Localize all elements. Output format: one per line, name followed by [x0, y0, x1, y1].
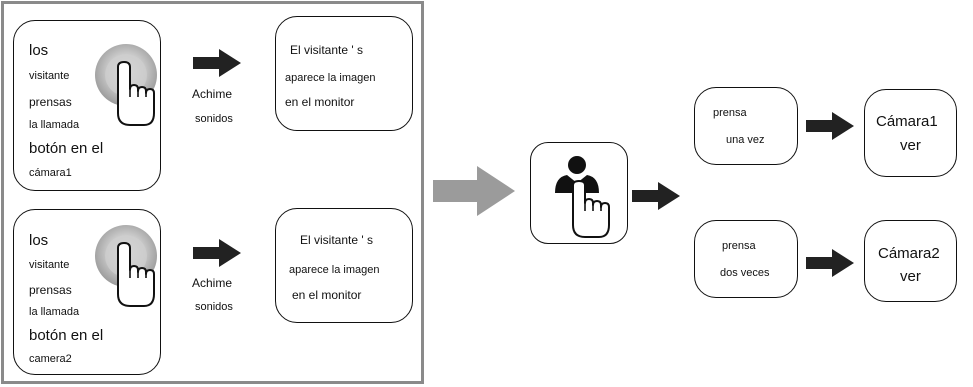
arrow-right-icon	[806, 249, 854, 277]
camera2-view-label: ver	[900, 268, 921, 285]
press-once-line2: una vez	[726, 134, 765, 146]
camera2-view-box: Cámara2 ver	[864, 220, 957, 302]
monitor-text-2: aparece la imagen	[289, 264, 380, 276]
monitor-text-3: en el monitor	[285, 95, 355, 109]
visitor-text-6: camera2	[29, 353, 72, 365]
arrow-right-icon	[632, 182, 680, 210]
arrow-right-icon	[806, 112, 854, 140]
camera2-label: Cámara2	[878, 245, 940, 262]
chime-label-1: Achime	[192, 87, 233, 101]
visitor-text-2: visitante	[29, 259, 70, 271]
person-press-icon	[551, 153, 615, 239]
press-once-box: prensa una vez	[694, 87, 798, 165]
monitor-text-3: en el monitor	[292, 288, 362, 302]
visitor-text-5: botón en el	[29, 327, 104, 344]
arrow-right-icon	[433, 166, 515, 216]
visitor-text-3: prensas	[29, 283, 72, 297]
visitor-text-4: la llamada	[29, 119, 80, 131]
visitor-text-6: cámara1	[29, 167, 72, 179]
monitor-call-button-box	[530, 142, 628, 244]
press-twice-box: prensa dos veces	[694, 220, 798, 298]
press-once-line1: prensa	[713, 107, 747, 119]
camera1-view-label: ver	[900, 137, 921, 154]
monitor-text-2: aparece la imagen	[285, 72, 376, 84]
hand-press-icon	[94, 41, 158, 127]
monitor-image-box-1: El visitante ' s aparece la imagen en el…	[275, 16, 413, 131]
monitor-text-1: El visitante ' s	[290, 43, 363, 57]
chime-label-2: sonidos	[195, 113, 233, 125]
monitor-image-box-2: El visitante ' s aparece la imagen en el…	[275, 208, 413, 323]
visitor-text-3: prensas	[29, 95, 72, 109]
camera1-label: Cámara1	[876, 113, 938, 130]
press-twice-line2: dos veces	[720, 267, 770, 279]
monitor-text-1: El visitante ' s	[300, 233, 373, 247]
camera1-view-box: Cámara1 ver	[864, 89, 957, 177]
visitor-text-1: los	[29, 232, 49, 249]
press-twice-line1: prensa	[722, 240, 756, 252]
arrow-right-icon	[193, 239, 241, 267]
chime-label-1: Achime	[192, 276, 233, 290]
visitor-text-5: botón en el	[29, 140, 104, 157]
arrow-right-icon	[193, 49, 241, 77]
hand-press-icon	[94, 222, 158, 308]
visitor-text-1: los	[29, 42, 49, 59]
visitor-press-box-2: los visitante prensas la llamada botón e…	[13, 209, 161, 375]
left-panel-frame	[1, 1, 424, 384]
visitor-text-2: visitante	[29, 70, 70, 82]
chime-label-2: sonidos	[195, 301, 233, 313]
visitor-press-box-1: los visitante prensas la llamada botón e…	[13, 20, 161, 191]
visitor-text-4: la llamada	[29, 306, 80, 318]
